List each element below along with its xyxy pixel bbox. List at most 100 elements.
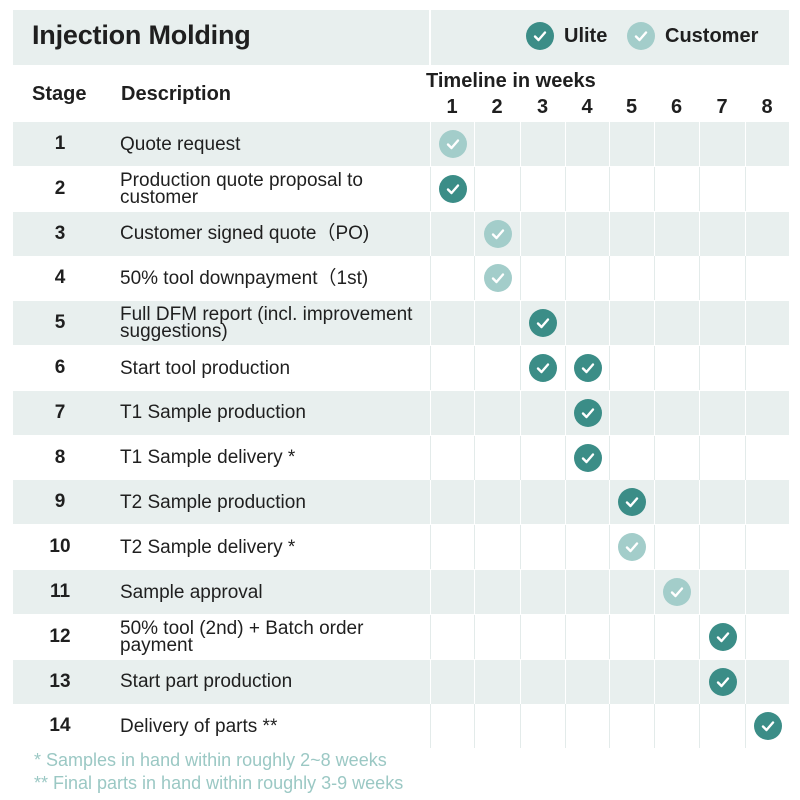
footnote-samples: * Samples in hand within roughly 2~8 wee…	[34, 750, 387, 770]
legend-customer: Customer	[627, 22, 758, 50]
week-cell	[654, 256, 699, 301]
week-cell	[565, 122, 609, 166]
ulite-check-icon	[618, 488, 646, 517]
chart-title: Injection Molding	[32, 20, 251, 50]
week-cell	[609, 435, 654, 480]
customer-check-icon	[483, 264, 512, 293]
week-cell	[565, 570, 609, 614]
week-cell	[565, 525, 609, 570]
stage-number: 8	[54, 446, 66, 468]
week-cell	[430, 570, 474, 614]
ulite-check-icon	[526, 22, 554, 50]
customer-check-icon	[663, 578, 691, 606]
week-number: 4	[581, 96, 593, 118]
stage-number: 3	[54, 222, 66, 244]
week-cell	[609, 390, 654, 435]
week-cell	[609, 659, 654, 704]
title-bar	[13, 10, 789, 65]
week-cell	[699, 390, 745, 435]
ulite-check-icon	[438, 174, 467, 203]
week-cell	[745, 570, 789, 614]
week-cell	[520, 122, 565, 166]
week-cell	[520, 301, 565, 346]
stage-number: 5	[54, 312, 66, 334]
week-cell	[654, 704, 699, 749]
stage-description: Start tool production	[120, 357, 291, 379]
week-cell	[745, 256, 789, 301]
ulite-check-icon	[573, 398, 602, 427]
week-cell	[430, 346, 474, 390]
week-cell	[654, 525, 699, 570]
ulite-check-icon	[708, 622, 737, 651]
week-cell	[474, 435, 520, 480]
week-cell	[565, 390, 609, 435]
stage-description: T1 Sample delivery *	[120, 447, 296, 469]
week-cell	[654, 480, 699, 525]
stage-number: 4	[54, 267, 66, 289]
week-cell	[474, 122, 520, 166]
stage-number: 12	[49, 625, 71, 647]
week-number: 6	[670, 96, 683, 118]
week-cell	[654, 211, 699, 256]
week-cell	[609, 704, 654, 749]
week-cell	[699, 480, 745, 525]
week-cell	[565, 704, 609, 749]
week-cell	[609, 480, 654, 525]
week-cell	[609, 301, 654, 346]
week-cell	[654, 570, 699, 614]
week-cell	[430, 256, 474, 301]
legend-ulite-label: Ulite	[564, 24, 608, 47]
week-cell	[699, 614, 745, 659]
week-cell	[699, 659, 745, 704]
week-cell	[654, 435, 699, 480]
table-row: 12 50% tool (2nd) + Batch order payment	[13, 614, 789, 659]
week-cell	[745, 614, 789, 659]
customer-check-icon	[618, 533, 646, 562]
week-cell	[474, 570, 520, 614]
week-cell	[565, 435, 609, 480]
week-cell	[654, 614, 699, 659]
header-description: Description	[121, 83, 232, 105]
week-cell	[520, 390, 565, 435]
week-cell	[474, 166, 520, 211]
stage-number: 1	[54, 133, 66, 154]
stage-description: 50% tool (2nd) + Batch order payment	[120, 617, 364, 656]
week-cell	[699, 346, 745, 390]
week-cell	[520, 659, 565, 704]
ulite-check-icon	[529, 354, 557, 382]
week-cell	[745, 346, 789, 390]
week-cell	[430, 122, 474, 166]
stage-description: T2 Sample production	[120, 491, 306, 513]
week-cell	[565, 659, 609, 704]
week-cell	[699, 256, 745, 301]
week-cell	[430, 659, 474, 704]
week-cell	[745, 480, 789, 525]
stage-number: 9	[54, 491, 66, 513]
week-cell	[430, 435, 474, 480]
stage-description: Start part production	[120, 671, 293, 693]
week-cell	[565, 301, 609, 346]
header-stage: Stage	[32, 83, 87, 105]
ulite-check-icon	[753, 712, 782, 741]
week-cell	[609, 166, 654, 211]
week-cell	[565, 256, 609, 301]
stage-description: T2 Sample delivery *	[120, 536, 296, 558]
week-cell	[609, 570, 654, 614]
stage-number: 11	[49, 581, 71, 602]
stage-description: Quote request	[120, 133, 241, 155]
week-number: 8	[761, 96, 773, 118]
week-cell	[565, 480, 609, 525]
week-cell	[520, 211, 565, 256]
week-cell	[699, 211, 745, 256]
week-cell	[430, 211, 474, 256]
week-cell	[745, 659, 789, 704]
week-cell	[430, 525, 474, 570]
week-cell	[474, 704, 520, 749]
week-number: 1	[446, 96, 458, 118]
week-cell	[609, 525, 654, 570]
